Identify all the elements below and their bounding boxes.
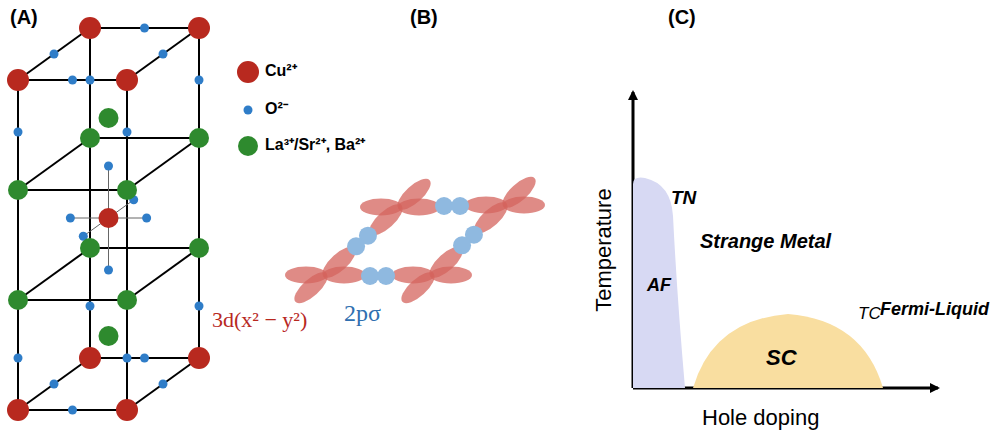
atom bbox=[99, 208, 119, 228]
temperature-label: TC bbox=[858, 305, 881, 324]
lattice-edge bbox=[18, 299, 127, 301]
atom bbox=[7, 69, 29, 91]
atom bbox=[116, 399, 138, 421]
atom bbox=[80, 238, 100, 258]
lattice-edge bbox=[18, 248, 90, 300]
atom bbox=[104, 162, 113, 171]
atom bbox=[195, 302, 204, 311]
atom bbox=[189, 238, 209, 258]
p-orbital-lobe bbox=[435, 197, 453, 215]
atom bbox=[50, 50, 59, 59]
atom bbox=[14, 354, 23, 363]
lattice-edge bbox=[90, 137, 199, 139]
lattice-edge bbox=[18, 138, 90, 190]
p-orbital-lobe bbox=[451, 197, 469, 215]
atom bbox=[123, 128, 132, 137]
atom bbox=[188, 347, 210, 369]
legend-swatch bbox=[238, 136, 258, 156]
panel-label: (C) bbox=[668, 6, 696, 28]
atom bbox=[86, 302, 95, 311]
atom bbox=[117, 290, 137, 310]
panel-label: (B) bbox=[410, 6, 438, 28]
atom bbox=[189, 128, 209, 148]
atom bbox=[123, 354, 132, 363]
d-orbital-lobe bbox=[393, 174, 436, 215]
atom bbox=[8, 180, 28, 200]
atom bbox=[68, 76, 77, 85]
orbital-label: 3d(x² − y²) bbox=[212, 308, 307, 332]
lattice-edge bbox=[127, 28, 199, 80]
atom bbox=[86, 76, 95, 85]
atom bbox=[99, 108, 119, 128]
legend-text: Cu²⁺ bbox=[265, 62, 297, 80]
atom bbox=[7, 399, 29, 421]
atom bbox=[195, 76, 204, 85]
legend-swatch bbox=[237, 61, 259, 83]
orbital-label: 2pσ bbox=[344, 300, 381, 326]
p-orbital-lobe bbox=[377, 267, 395, 285]
atom bbox=[80, 128, 100, 148]
legend-text: O²⁻ bbox=[265, 100, 288, 118]
axis-title: Hole doping bbox=[702, 406, 819, 430]
atom bbox=[99, 326, 119, 346]
phase-label: AF bbox=[647, 276, 671, 296]
atom bbox=[159, 50, 168, 59]
atom bbox=[116, 69, 138, 91]
atom bbox=[117, 180, 137, 200]
atom bbox=[68, 406, 77, 415]
p-orbital-lobe bbox=[453, 236, 471, 254]
atom bbox=[8, 290, 28, 310]
atom bbox=[188, 17, 210, 39]
atom bbox=[14, 128, 23, 137]
atom bbox=[142, 214, 151, 223]
p-orbital-lobe bbox=[361, 267, 379, 285]
lattice-edge bbox=[127, 358, 199, 410]
lattice-edge bbox=[18, 358, 90, 410]
lattice-edge bbox=[18, 189, 127, 191]
atom bbox=[50, 380, 59, 389]
legend-text: La³⁺/Sr²⁺, Ba²⁺ bbox=[265, 136, 365, 154]
orbital-plaquette bbox=[285, 172, 545, 308]
atom bbox=[79, 347, 101, 369]
panel-label: (A) bbox=[10, 6, 38, 28]
p-orbital-lobe bbox=[347, 237, 365, 255]
atom bbox=[140, 24, 149, 33]
temperature-label: TN bbox=[671, 188, 696, 209]
d-orbital-lobe bbox=[498, 172, 541, 213]
atom bbox=[104, 266, 113, 275]
phase-region: SC bbox=[693, 312, 883, 388]
legend-swatch bbox=[244, 106, 253, 115]
lattice-edge bbox=[18, 28, 90, 80]
axis-title: Temperature bbox=[592, 188, 616, 312]
region-fill bbox=[693, 314, 883, 388]
crystal-structure bbox=[7, 17, 210, 421]
atom bbox=[140, 354, 149, 363]
phase-label: Fermi-Liquid bbox=[880, 300, 989, 320]
lattice-edge bbox=[127, 248, 199, 300]
phase-label: SC bbox=[766, 346, 797, 370]
phase-label: Strange Metal bbox=[700, 230, 831, 252]
atom bbox=[159, 380, 168, 389]
region-fill bbox=[633, 178, 685, 388]
lattice-edge bbox=[127, 138, 199, 190]
atom bbox=[79, 17, 101, 39]
lattice-edge bbox=[90, 247, 199, 249]
atom bbox=[66, 214, 75, 223]
